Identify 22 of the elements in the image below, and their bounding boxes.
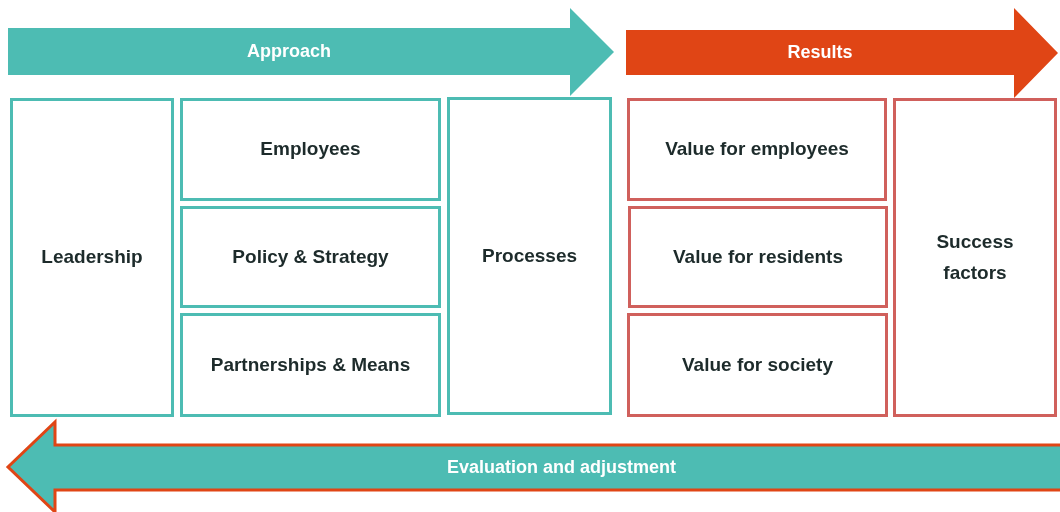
banner-label: Approach xyxy=(247,40,331,62)
category-box xyxy=(180,313,441,417)
category-box xyxy=(627,98,887,201)
box-label: Partnerships & Means xyxy=(209,352,412,377)
box-label: Processes xyxy=(480,243,579,268)
category-box xyxy=(180,98,441,201)
box-label: Success factors xyxy=(935,230,1015,285)
category-box xyxy=(447,97,612,415)
category-box xyxy=(893,98,1057,417)
arrow-banner xyxy=(626,8,1058,98)
category-box xyxy=(627,313,888,417)
box-label: Employees xyxy=(259,137,362,162)
box-label: Value for residents xyxy=(672,244,844,269)
box-label: Value for employees xyxy=(664,137,850,162)
box-label: Value for society xyxy=(681,352,834,377)
banner-label: Results xyxy=(787,41,853,63)
category-box xyxy=(10,98,174,417)
box-label: Leadership xyxy=(40,245,144,270)
category-box xyxy=(628,206,888,308)
box-label: Policy & Strategy xyxy=(231,244,390,269)
arrow-banner xyxy=(8,8,614,96)
category-box xyxy=(180,206,441,308)
